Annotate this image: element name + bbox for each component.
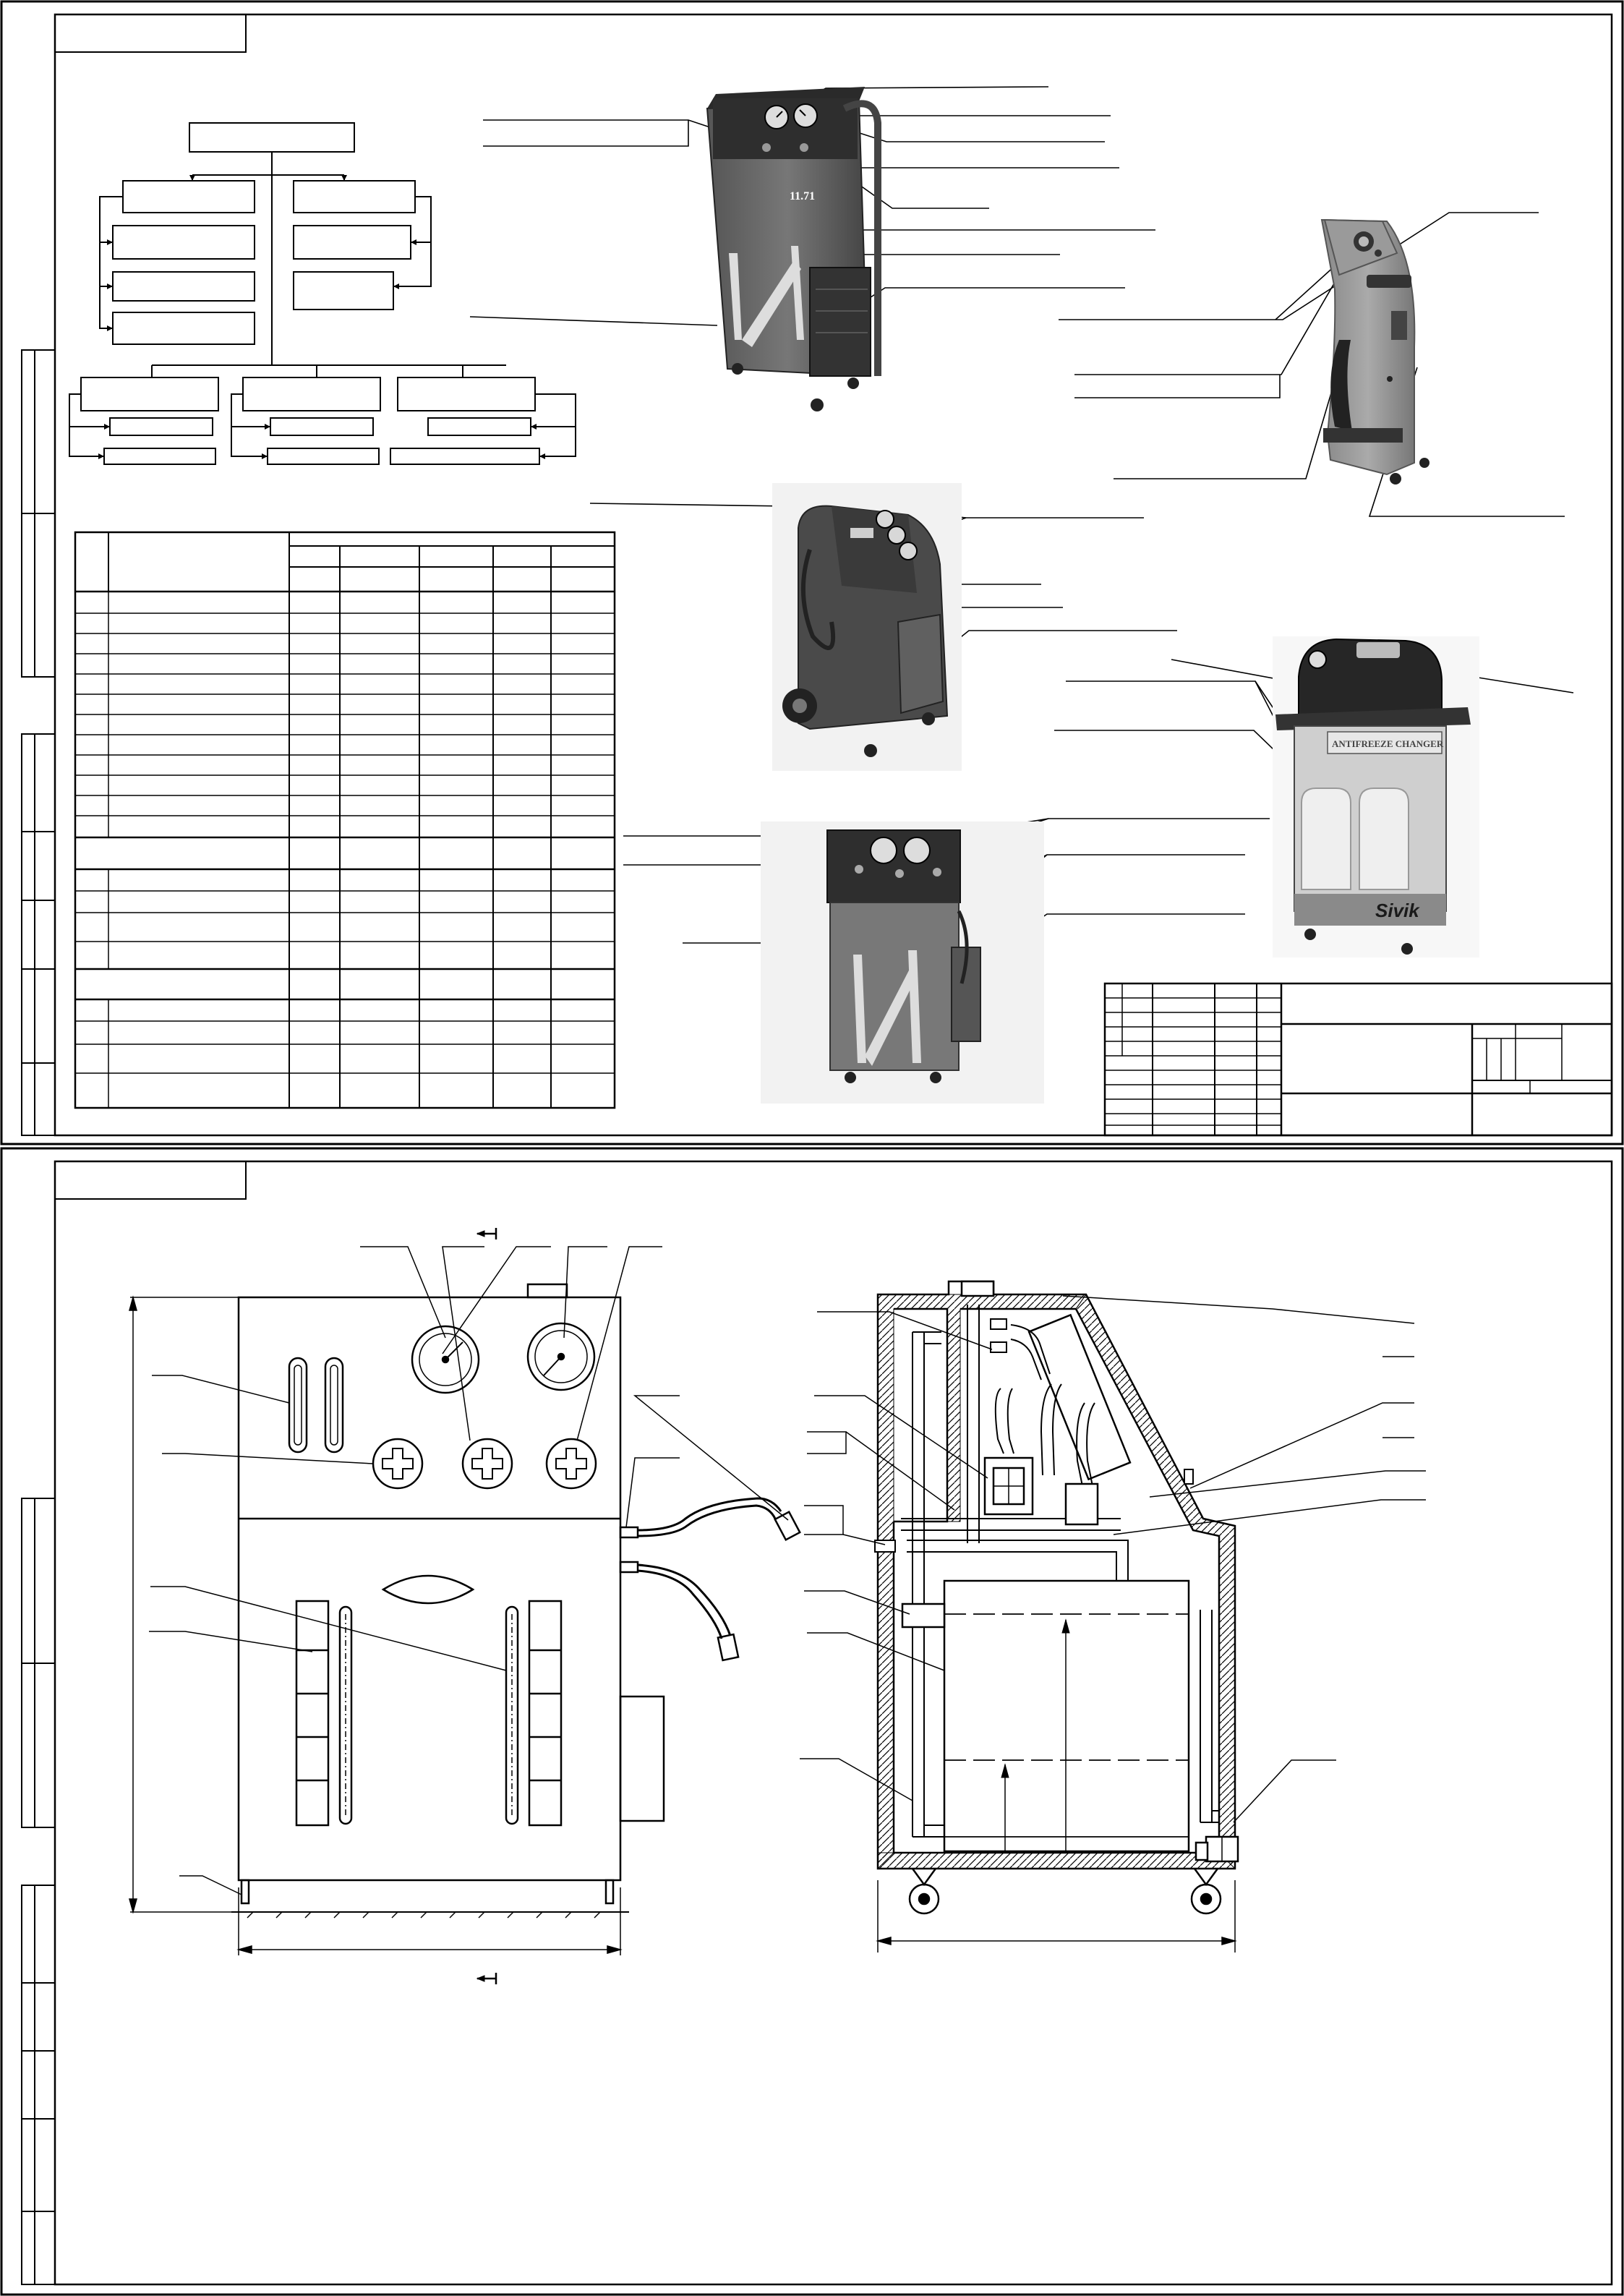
- castor-wheels: [908, 1868, 1222, 1915]
- valve-block: [983, 1456, 1099, 1526]
- left-binding-strip: [21, 349, 56, 1136]
- diagram-box-bottom-2a: [270, 417, 374, 436]
- ac-station-number: 11.71: [790, 190, 815, 202]
- top-handle: [526, 1283, 568, 1299]
- diagram-box-left-2: [112, 225, 255, 260]
- valve-knob-3: [545, 1438, 597, 1490]
- pressure-gauge-right: [526, 1322, 596, 1391]
- diagram-box-bottom-3: [397, 377, 536, 411]
- front-leader-lines: [149, 1246, 789, 1895]
- general-view-sheet: [0, 1147, 1624, 2296]
- diagram-box-right-2: [293, 225, 411, 260]
- diagram-box-bottom-3b: [390, 448, 540, 465]
- level-scale-left: [295, 1600, 353, 1827]
- diagram-box-bottom-2b: [267, 448, 380, 465]
- analogue-photo-bottle-changer: ANTIFREEZE CHANGER Sivik: [1273, 636, 1479, 957]
- analogue-photo-stand-changer: [761, 821, 1044, 1104]
- wall-hatch-bottom: [877, 1852, 1236, 1869]
- overview-sheet: 11.71: [0, 0, 1624, 1145]
- analogue-photo-antifreeze-changer: [1320, 218, 1429, 485]
- control-panel-section: [1027, 1313, 1132, 1481]
- top-left-stamp-box: [54, 14, 247, 53]
- diagram-box-right-3: [293, 271, 394, 310]
- front-body: [237, 1296, 622, 1882]
- front-dimension-lines: [129, 1295, 623, 1955]
- valve-knob-2: [461, 1438, 513, 1490]
- pressure-gauge-left: [411, 1325, 480, 1394]
- side-box: [619, 1695, 665, 1822]
- sight-tube-upper-left: [288, 1357, 308, 1454]
- sight-tube-upper-right: [324, 1357, 344, 1454]
- diagram-box-bottom-1: [80, 377, 219, 411]
- section-cut-marks: [476, 1228, 497, 1984]
- bottle-changer-panel-label: ANTIFREEZE CHANGER: [1332, 738, 1444, 749]
- diagram-box-bottom-3a: [427, 417, 531, 436]
- diagram-box-left-1: [122, 180, 255, 213]
- side-dimension-lines: [876, 1880, 1237, 1953]
- sheet2-binding-strip: [21, 1498, 56, 2285]
- diagram-box-bottom-1a: [109, 417, 213, 436]
- analogue-photo-portable-changer: [772, 483, 962, 771]
- pump-unit: [1195, 1835, 1239, 1863]
- diagram-box-left-4: [112, 312, 255, 345]
- level-scale-right: [505, 1600, 563, 1827]
- sheet-outer-border: [0, 0, 1624, 1145]
- sheet2-stamp-box: [54, 1161, 247, 1200]
- sheet2-inner-frame: [54, 1160, 1613, 2286]
- service-hoses: [619, 1497, 801, 1662]
- diagram-box-bottom-2: [242, 377, 381, 411]
- side-section-view: [800, 1280, 1426, 1953]
- classification-diagram: [69, 122, 576, 465]
- title-block: [1103, 982, 1613, 1137]
- coolant-tank: [901, 1579, 1190, 1853]
- filler-neck: [960, 1280, 995, 1297]
- comparison-table: [74, 531, 616, 1109]
- diagram-box-right-1: [293, 180, 416, 213]
- front-badge: [381, 1574, 475, 1605]
- internal-pipework: [901, 1305, 1219, 1838]
- diagram-box-left-3: [112, 271, 255, 302]
- quick-couplers: [874, 1318, 1194, 1553]
- floor-hatching: [247, 1911, 601, 1919]
- front-feet: [240, 1879, 615, 1905]
- valve-knob-1: [372, 1438, 424, 1490]
- front-view: [129, 1228, 801, 1984]
- bottle-changer-brand: Sivik: [1375, 900, 1420, 921]
- analogue-photo-ac-station: 11.71: [706, 87, 881, 411]
- diagram-box-bottom-1b: [103, 448, 216, 465]
- diagram-root-box: [189, 122, 355, 153]
- sheet2-outer-border: [0, 1147, 1624, 2296]
- side-leader-lines: [800, 1295, 1426, 1823]
